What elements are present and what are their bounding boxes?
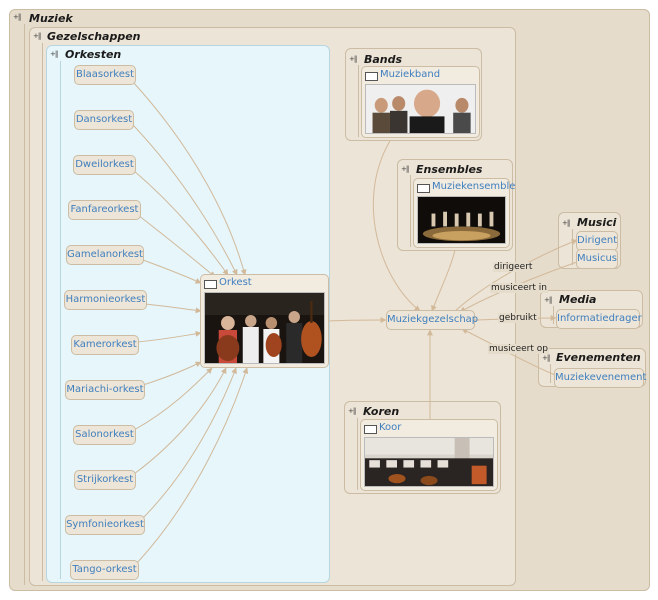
node-mariachi-orkest[interactable]: Mariachi-orkest [65,380,145,400]
node-gamelanorkest[interactable]: Gamelanorkest [66,245,144,265]
group-title-evenementen: Evenementen [556,351,641,364]
node-salonorkest[interactable]: Salonorkest [73,425,136,445]
collapse-toggle-gezelschappen[interactable]: +‖ [33,32,41,40]
node-symfonieorkest[interactable]: Symfonieorkest [65,515,145,535]
node-harmonieorkest[interactable]: Harmonieorkest [64,290,147,310]
node-tango-orkest[interactable]: Tango-orkest [70,560,139,580]
card-orkest[interactable]: Orkest [200,274,329,368]
collapse-toggle-media[interactable]: +‖ [544,296,552,304]
image-icon [365,72,378,81]
photo-muziekband [365,84,476,134]
node-strijkorkest[interactable]: Strijkorkest [74,470,136,490]
node-muziekevenement[interactable]: Muziekevenement [554,368,646,388]
card-title-orkest: Orkest [219,277,252,288]
node-muziekgezelschap[interactable]: Muziekgezelschap [386,310,478,330]
node-dansorkest[interactable]: Dansorkest [74,110,134,130]
group-title-ensembles: Ensembles [416,163,483,176]
collapse-toggle-evenementen[interactable]: +‖ [542,354,550,362]
collapse-toggle-koren[interactable]: +‖ [348,407,356,415]
image-icon [417,184,430,193]
card-muziekensemble[interactable]: Muziekensemble [413,178,515,248]
photo-koor [364,437,494,487]
node-dweilorkest[interactable]: Dweilorkest [73,155,136,175]
node-kamerorkest[interactable]: Kamerorkest [71,335,139,355]
group-title-orkesten: Orkesten [65,48,122,61]
edge-label-musiceert-op: musiceert op [488,344,549,354]
edge-label-gebruikt: gebruikt [498,313,538,323]
collapse-toggle-muziek[interactable]: +‖ [13,13,21,21]
collapse-toggle-bands[interactable]: +‖ [349,55,357,63]
photo-orkest [204,292,325,364]
edge-label-dirigeert: dirigeert [493,262,534,272]
card-title-muziekensemble: Muziekensemble [432,181,516,192]
group-title-musici: Musici [577,216,617,229]
node-blaasorkest[interactable]: Blaasorkest [74,65,136,85]
group-title-bands: Bands [364,53,403,66]
collapse-toggle-musici[interactable]: +‖ [562,219,570,227]
node-dirigent[interactable]: Dirigent [576,231,618,251]
group-title-muziek: Muziek [29,12,73,25]
node-informatiedrager[interactable]: Informatiedrager [556,309,642,329]
collapse-toggle-orkesten[interactable]: +‖ [50,50,58,58]
card-muziekband[interactable]: Muziekband [361,66,480,138]
card-title-koor: Koor [379,422,402,433]
card-title-muziekband: Muziekband [380,69,441,80]
edge-label-musiceert-in: musiceert in [490,283,548,293]
collapse-toggle-ensembles[interactable]: +‖ [401,165,409,173]
photo-muziekensemble [417,196,506,244]
node-fanfareorkest[interactable]: Fanfareorkest [68,200,141,220]
group-title-media: Media [559,293,597,306]
card-koor[interactable]: Koor [360,419,498,491]
node-musicus[interactable]: Musicus [576,249,618,269]
image-icon [364,425,377,434]
group-title-koren: Koren [363,405,400,418]
group-title-gezelschappen: Gezelschappen [47,30,141,43]
image-icon [204,280,217,289]
